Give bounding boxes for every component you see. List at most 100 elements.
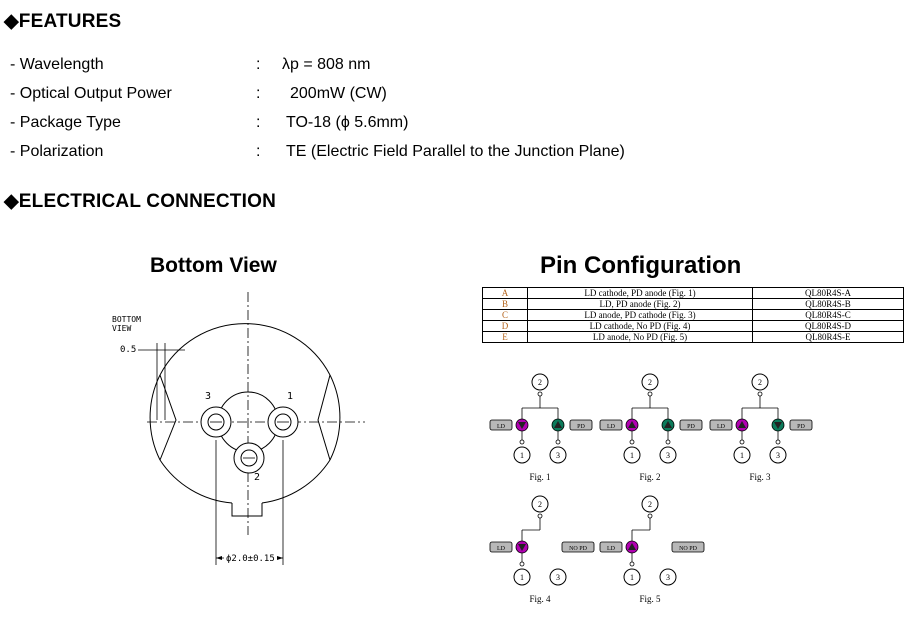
table-row: A LD cathode, PD anode (Fig. 1) QL80R4S-…	[482, 287, 904, 299]
feature-value: λp = 808 nm	[282, 56, 371, 73]
pin-label-3: 3	[205, 391, 212, 402]
pin-number-label: 3	[776, 451, 780, 460]
ld-label: LD	[607, 546, 616, 552]
pin-node	[537, 391, 543, 397]
pd-label: NO PD	[679, 546, 698, 552]
pin-number-label: 3	[666, 451, 670, 460]
table-row: D LD cathode, No PD (Fig. 4) QL80R4S-D	[482, 320, 904, 332]
figure-caption: Fig. 2	[639, 472, 660, 482]
table-row: E LD anode, No PD (Fig. 5) QL80R4S-E	[482, 331, 904, 343]
package-outline-left	[149, 374, 161, 461]
pin-config-table: A LD cathode, PD anode (Fig. 1) QL80R4S-…	[482, 287, 904, 343]
pd-diode-arrow	[664, 421, 672, 428]
ld-label-box	[599, 419, 623, 431]
table-row: C LD anode, PD cathode (Fig. 3) QL80R4S-…	[482, 309, 904, 321]
ld-label: LD	[717, 424, 726, 430]
feature-value: 200mW (CW)	[290, 85, 387, 102]
figure-caption: Fig. 1	[529, 472, 550, 482]
pd-label-box	[569, 419, 593, 431]
feature-sep: :	[256, 85, 261, 102]
pin-circle-2	[641, 495, 659, 513]
pin-node	[537, 513, 543, 519]
feature-label: - Wavelength	[10, 56, 104, 73]
feature-value: TO-18 (ϕ 5.6mm)	[286, 114, 409, 131]
feature-label: - Package Type	[10, 114, 121, 131]
pin-number-label: 3	[666, 573, 670, 582]
pin-node	[757, 391, 763, 397]
pd-label: NO PD	[569, 546, 588, 552]
pin-node	[629, 561, 635, 567]
pin-node	[519, 439, 525, 445]
pin-circle-2	[531, 495, 549, 513]
feature-sep: :	[256, 56, 261, 73]
pin-node	[647, 391, 653, 397]
bottom-view-drawing	[138, 292, 365, 565]
figure-caption: Fig. 4	[529, 594, 551, 604]
pin-number-label: 1	[520, 573, 524, 582]
pin-circle-2	[641, 373, 659, 391]
figure-caption: Fig. 3	[749, 472, 771, 482]
feature-label: - Polarization	[10, 143, 104, 160]
pin-number-label: 1	[630, 451, 634, 460]
figure-caption: Fig. 5	[639, 594, 661, 604]
pin-circle-2	[531, 373, 549, 391]
pd-label: PD	[687, 424, 695, 430]
ld-label-box	[489, 419, 513, 431]
pin-number-label: 2	[758, 378, 762, 387]
bottom-view-label: BOTTOM VIEW	[112, 315, 141, 333]
pin-circle-1	[733, 446, 751, 464]
pin-number-label: 1	[630, 573, 634, 582]
pd-label-box	[679, 419, 703, 431]
pin-number-label: 3	[556, 573, 560, 582]
ld-diode-arrow	[738, 421, 746, 428]
key-notch	[231, 503, 263, 517]
pin-number-label: 3	[556, 451, 560, 460]
ld-diode-arrow	[518, 544, 526, 551]
pin-number-label: 1	[520, 451, 524, 460]
pd-diode-arrow	[554, 421, 562, 428]
pin-circle-3	[659, 568, 677, 586]
pin-circle-3	[769, 446, 787, 464]
pd-label: PD	[577, 424, 585, 430]
pin-node	[665, 439, 671, 445]
electrical-heading: ◆ELECTRICAL CONNECTION	[4, 191, 276, 212]
pin-circle-1	[513, 446, 531, 464]
pin-config-title: Pin Configuration	[540, 252, 742, 279]
pin-node	[775, 439, 781, 445]
pin-label-2: 2	[254, 472, 261, 483]
feature-sep: :	[256, 114, 261, 131]
ld-label-box	[599, 541, 623, 553]
ld-label-box	[489, 541, 513, 553]
feature-value: TE (Electric Field Parallel to the Junct…	[286, 143, 625, 160]
pin-circle-2	[751, 373, 769, 391]
pin-node	[629, 439, 635, 445]
feature-sep: :	[256, 143, 261, 160]
pin-number-label: 2	[648, 378, 652, 387]
pin-number-label: 1	[740, 451, 744, 460]
pin-node	[739, 439, 745, 445]
package-outline-right	[329, 374, 341, 461]
pin-number-label: 2	[648, 500, 652, 509]
ld-diode-arrow	[628, 421, 636, 428]
feature-label: - Optical Output Power	[10, 85, 172, 102]
ld-label: LD	[497, 424, 506, 430]
bottom-view-title: Bottom View	[150, 254, 277, 277]
pin-circle-1	[623, 446, 641, 464]
pd-label-box	[561, 541, 595, 553]
pin-circle-1	[623, 568, 641, 586]
dimension-pitch: ϕ2.0±0.15	[224, 554, 277, 564]
pin-node	[647, 513, 653, 519]
pd-label-box	[671, 541, 705, 553]
pd-diode-arrow	[774, 422, 782, 429]
pd-label-box	[789, 419, 813, 431]
table-row: B LD, PD anode (Fig. 2) QL80R4S-B	[482, 298, 904, 310]
pin-node	[519, 561, 525, 567]
pin-label-1: 1	[287, 391, 294, 402]
pin-circle-1	[513, 568, 531, 586]
pin-number-label: 2	[538, 378, 542, 387]
ld-label: LD	[607, 424, 616, 430]
ld-diode-arrow	[628, 543, 636, 550]
pin-circle-3	[549, 446, 567, 464]
pin-circle-3	[549, 568, 567, 586]
pin-number-label: 2	[538, 500, 542, 509]
